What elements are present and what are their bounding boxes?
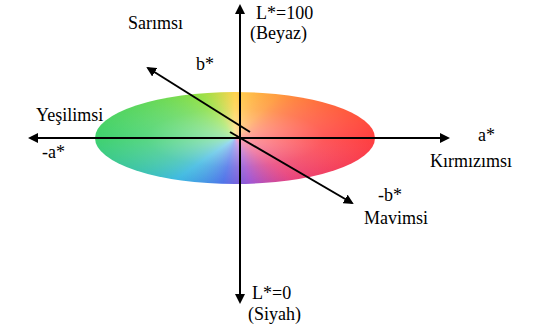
axis-name: a* [478, 126, 495, 146]
axis-value: (Beyaz) [250, 24, 307, 44]
axis-direction: Mavimsi [364, 209, 428, 229]
l-axis-up [239, 6, 241, 150]
l-axis-down [239, 130, 241, 302]
a-axis-right [230, 137, 448, 139]
axis-direction: Sarımsı [128, 14, 183, 34]
axis-value: L*=100 [256, 4, 313, 24]
axis-value: (Siyah) [248, 305, 301, 325]
b-axis-down [230, 132, 352, 203]
axis-name: -a* [42, 143, 65, 163]
axis-name: -b* [378, 186, 402, 206]
a-axis-left [30, 137, 250, 139]
axis-name: b* [196, 55, 214, 75]
axis-direction: Kırmızımsı [430, 152, 512, 172]
b-axis-up [148, 68, 250, 132]
axis-value: L*=0 [252, 284, 291, 304]
axis-direction: Yeşilimsi [36, 106, 103, 126]
